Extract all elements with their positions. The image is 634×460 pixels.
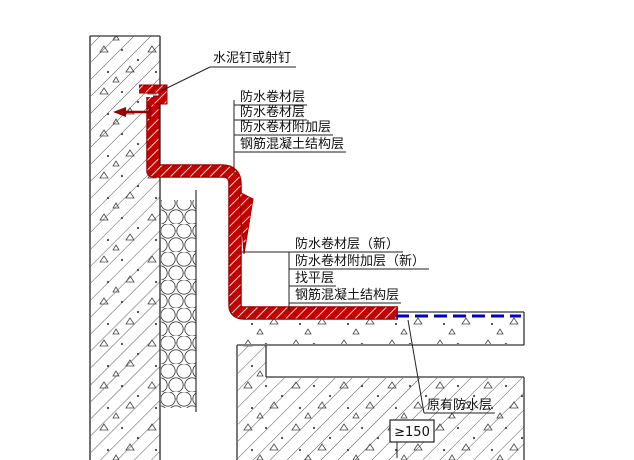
leader-group-1: 防水卷材层 防水卷材层 防水卷材附加层 钢筋混凝土结构层 (233, 89, 346, 174)
label-rc-structure: 钢筋混凝土结构层 (240, 136, 344, 152)
lower-step-specks (266, 378, 524, 460)
label-membrane-additional-new: 防水卷材附加层（新） (295, 253, 425, 269)
label-membrane-layer-1: 防水卷材层 (240, 89, 305, 105)
lower-wall-specks (238, 346, 266, 460)
dimension-box (389, 419, 435, 443)
label-membrane-new: 防水卷材层（新） (295, 236, 399, 252)
leader-existing-line (407, 319, 425, 414)
leader-nail: 水泥钉或射钉 (160, 50, 296, 92)
label-existing-waterproof: 原有防水层 (427, 397, 492, 413)
label-membrane-additional: 防水卷材附加层 (240, 119, 331, 135)
nail-arrow-icon (113, 107, 126, 117)
joint-filler-column (161, 190, 197, 412)
dimension-value: ≥150 (394, 425, 430, 440)
membrane-drip-tail (238, 191, 254, 255)
waterproof-membrane-new (113, 84, 398, 320)
membrane-termination (139, 85, 167, 104)
label-nail: 水泥钉或射钉 (213, 50, 291, 66)
label-membrane-layer-2: 防水卷材层 (240, 104, 305, 120)
existing-layer-callout: 原有防水层 (407, 319, 495, 414)
leader-nail-line (160, 66, 211, 92)
dimension-callout: ≥150 (389, 419, 435, 458)
lower-structure (236, 345, 525, 460)
label-rc-structure-roof: 钢筋混凝土结构层 (295, 287, 399, 303)
joint-filler-fill (161, 200, 196, 408)
leader-group-2: 防水卷材层（新） 防水卷材附加层（新） 找平层 钢筋混凝土结构层 (241, 236, 429, 311)
label-leveling-layer: 找平层 (295, 271, 334, 286)
membrane-body (147, 97, 398, 319)
